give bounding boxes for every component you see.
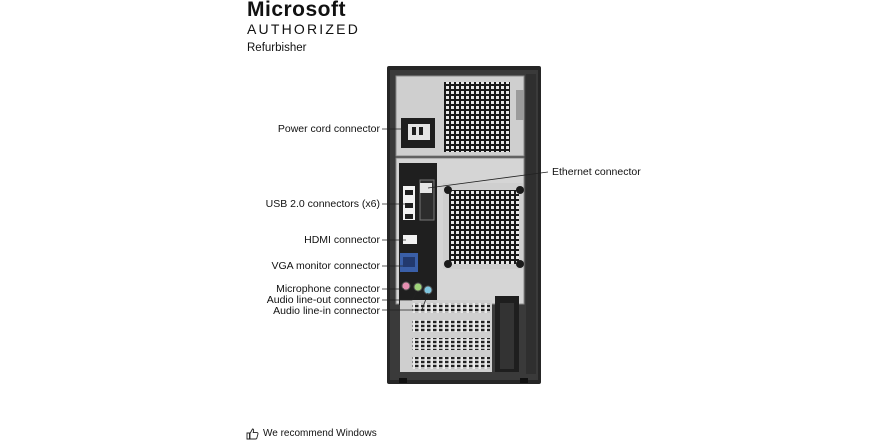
callout-line-out: Audio line-out connector: [266, 294, 380, 306]
case-side-rail: [526, 74, 536, 374]
brand-subtitle: AUTHORIZED: [247, 21, 360, 37]
callout-hdmi: HDMI connector: [304, 234, 380, 246]
line-line-in: [382, 292, 429, 311]
thumbs-up-icon: [246, 428, 259, 440]
brand-tagline: Refurbisher: [247, 42, 307, 54]
footer-text: We recommend Windows: [263, 428, 377, 439]
callout-vga: VGA monitor connector: [271, 260, 380, 272]
callout-microphone: Microphone connector: [276, 283, 380, 295]
callout-line-in: Audio line-in connector: [273, 305, 380, 317]
callout-usb: USB 2.0 connectors (x6): [265, 198, 380, 210]
callout-power-cord: Power cord connector: [277, 123, 380, 135]
line-line-out: [382, 290, 418, 301]
brand-logo: Microsoft AUTHORIZED Refurbisher: [247, 0, 360, 55]
footer-recommendation: We recommend Windows: [246, 428, 377, 440]
line-ethernet: [427, 171, 549, 189]
callout-lines: [382, 128, 549, 311]
callout-ethernet: Ethernet connector: [552, 166, 641, 178]
io-panel: [395, 157, 525, 305]
brand-title: Microsoft: [247, 0, 346, 21]
psu-panel: [395, 75, 534, 157]
expansion-slots: [400, 296, 519, 372]
